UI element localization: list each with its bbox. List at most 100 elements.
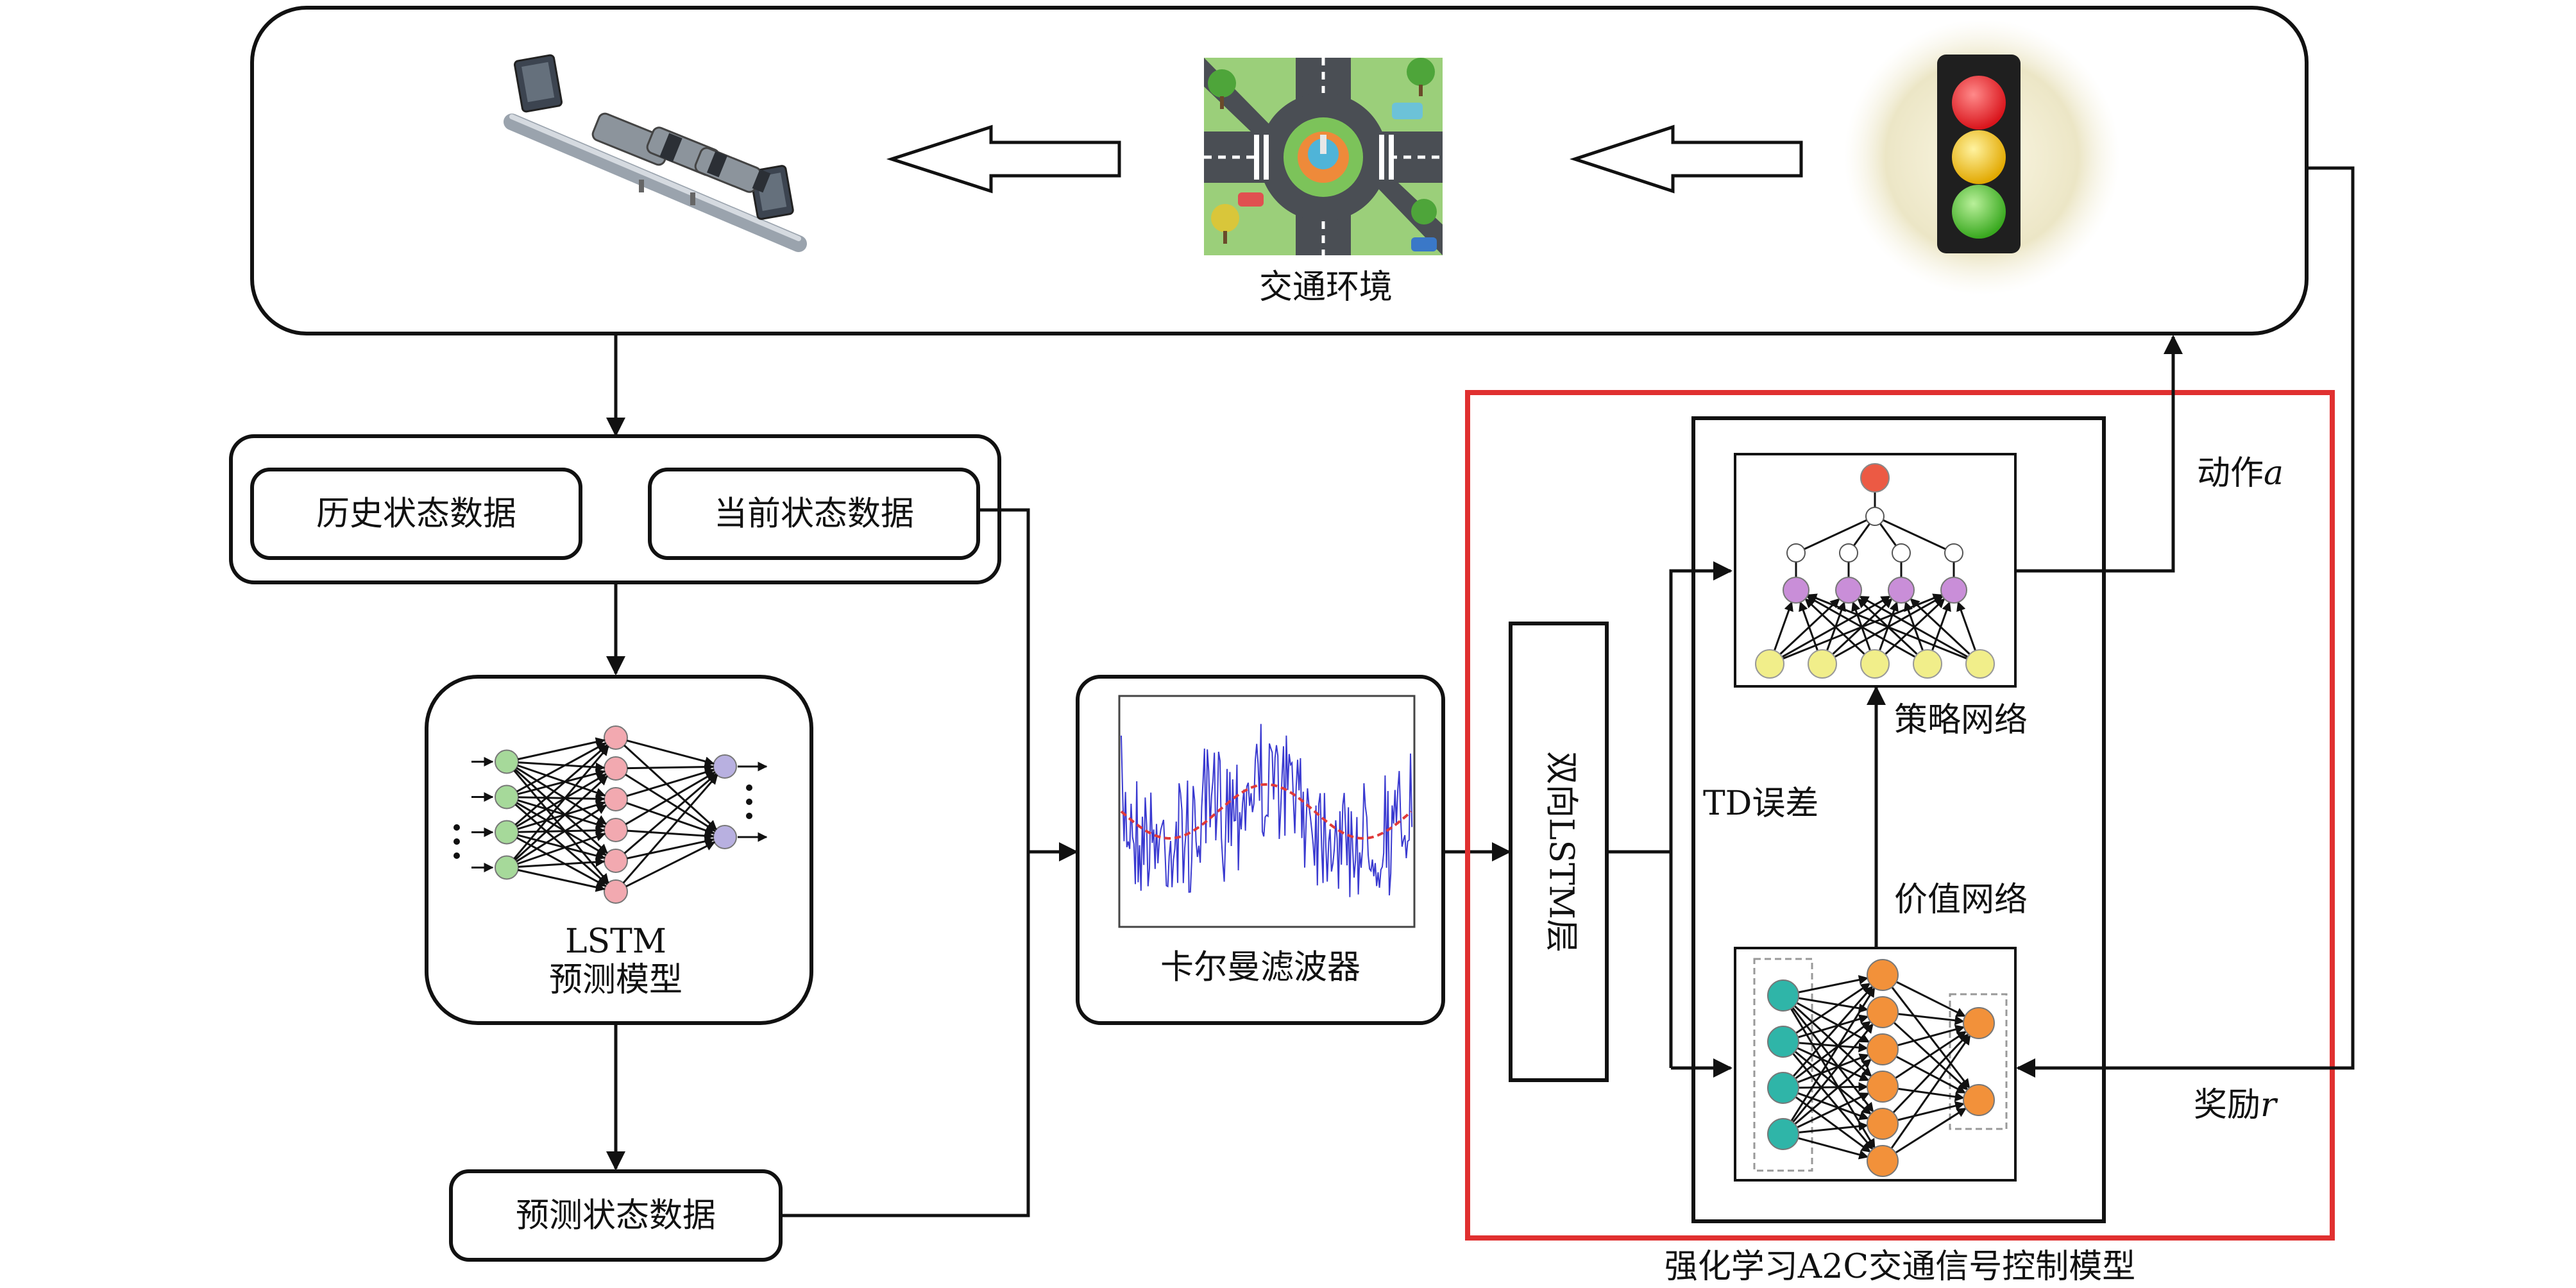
network-edge <box>1859 595 1969 658</box>
network-edge <box>623 745 717 830</box>
network-edge <box>516 773 607 827</box>
hidden-node <box>604 756 628 781</box>
ellipsis-dot <box>746 813 752 819</box>
network-edge <box>625 771 716 826</box>
hidden-node <box>1888 577 1915 604</box>
network-edge <box>1891 987 1970 1089</box>
output-node <box>713 754 737 779</box>
network-edge <box>1804 519 1867 550</box>
network-edge <box>1799 601 1819 651</box>
network-edge <box>1792 985 1874 1077</box>
network-edge <box>518 761 606 772</box>
network-edge <box>1895 1030 1967 1080</box>
ellipsis-dot <box>453 824 460 831</box>
network-edge <box>1795 983 1871 1034</box>
kalman-plot-frame <box>1118 695 1416 928</box>
kalman-signal-plot <box>1120 724 1413 897</box>
network-edge <box>1797 1092 1869 1121</box>
network-edge <box>517 799 606 829</box>
network-edge <box>1773 601 1793 651</box>
action-label: 动作a <box>2197 454 2284 493</box>
network-edge <box>625 841 716 888</box>
current-state-label: 当前状态数据 <box>714 495 914 534</box>
td-error-label: TD误差 <box>1703 784 1818 823</box>
environment-box <box>250 6 2309 335</box>
network-edge <box>1797 1053 1870 1083</box>
hollow-arrow-left-2 <box>1569 124 1803 194</box>
hidden-node <box>1783 577 1809 604</box>
network-edge <box>625 774 716 832</box>
connector-current-predicted <box>781 508 1030 1217</box>
arrow-reward-to-value <box>2016 166 2355 1078</box>
network-edge <box>627 740 715 767</box>
input-node <box>1767 1026 1799 1058</box>
output-group-frame <box>1949 993 2008 1130</box>
hidden-node <box>604 818 628 842</box>
a2c-title: 强化学习A2C交通信号控制模型 <box>1665 1248 2135 1286</box>
network-edge <box>1852 523 1871 547</box>
output-node <box>1963 1084 1995 1116</box>
arrow-action-to-env <box>2015 335 2183 573</box>
network-edge <box>627 829 715 841</box>
network-edge <box>1895 981 1966 1017</box>
network-edge <box>1879 523 1897 547</box>
lstm-label-line1: LSTM <box>565 922 666 961</box>
hidden-node <box>1867 959 1899 991</box>
network-edge <box>517 800 606 830</box>
network-edge <box>518 768 606 795</box>
predicted-state-label: 预测状态数据 <box>516 1197 716 1235</box>
actor-critic-box <box>1691 416 2106 1223</box>
network-edge <box>518 793 606 804</box>
lstm-network-icon <box>453 725 768 904</box>
network-edge <box>514 744 608 826</box>
network-edge <box>516 742 607 793</box>
ellipsis-dot <box>453 838 460 845</box>
kalman-box <box>1076 675 1445 1025</box>
lstm-label-line2: 预测模型 <box>549 961 682 999</box>
ellipsis-dot <box>746 799 752 805</box>
network-edge <box>1796 1002 1870 1043</box>
network-edge <box>518 869 606 892</box>
network-edge <box>1798 997 1868 1013</box>
hidden-node <box>1867 1071 1899 1103</box>
network-edge <box>1897 1013 1965 1026</box>
hidden-node <box>1786 543 1806 563</box>
network-edge <box>518 834 606 861</box>
network-edge <box>1794 1051 1872 1115</box>
input-node <box>1913 649 1942 679</box>
network-edge <box>1797 1047 1870 1081</box>
hidden-node <box>604 787 628 811</box>
hidden-node <box>1944 543 1963 563</box>
network-edge <box>514 775 608 861</box>
network-edge <box>1795 1096 1871 1153</box>
input-node <box>1767 979 1799 1012</box>
hidden-node <box>1867 1033 1899 1065</box>
network-edge <box>1793 1005 1872 1077</box>
lstm-box <box>425 675 813 1025</box>
network-edge <box>626 767 715 797</box>
network-edge <box>1895 1107 1967 1154</box>
hidden-node <box>1940 577 1967 604</box>
network-edge <box>1806 595 1916 658</box>
network-edge <box>1890 1035 1971 1149</box>
network-edge <box>1804 598 1865 656</box>
network-edge <box>518 737 606 761</box>
network-edge <box>1794 1058 1872 1125</box>
hidden-node <box>1892 543 1911 563</box>
network-edge <box>626 802 715 835</box>
network-edge <box>1797 1014 1869 1038</box>
noisy-signal <box>1121 724 1413 897</box>
filtered-estimate <box>1120 783 1412 840</box>
input-node <box>1767 1118 1799 1150</box>
network-edge <box>1798 1042 1868 1053</box>
output-node <box>1963 1007 1995 1039</box>
input-node <box>1965 649 1995 679</box>
network-edge <box>1883 519 1946 550</box>
ellipsis-dot <box>453 852 460 859</box>
hidden-node <box>1865 507 1885 526</box>
hidden-node <box>1867 1145 1899 1177</box>
input-node <box>1767 1072 1799 1104</box>
hidden-node <box>1867 996 1899 1028</box>
input-node <box>495 855 519 880</box>
value-network-icon <box>1753 958 2008 1177</box>
